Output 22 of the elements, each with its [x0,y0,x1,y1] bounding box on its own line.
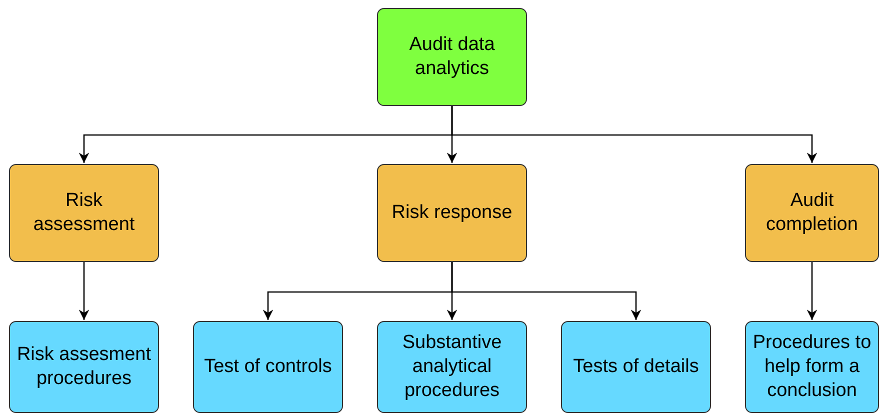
process-box [377,164,527,262]
box-label: Tests of details [573,355,699,379]
process-box [9,164,159,262]
process-box [561,321,711,413]
box-label: Substantive analytical procedures [401,331,503,403]
arrow [78,262,90,320]
arrow [806,262,818,320]
box-label: Test of controls [204,355,332,379]
box-label: Risk response [392,201,512,225]
box-label: Audit completion [765,189,859,237]
arrow [451,262,642,320]
process-box [377,321,527,413]
box-label: Risk assesment procedures [16,343,152,391]
process-box [9,321,159,413]
process-box [193,321,343,413]
process-box [745,164,879,262]
box-label: Risk assessment [32,189,136,237]
box-label: Audit data analytics [408,33,496,81]
arrow [451,106,818,163]
box-label: Procedures to help form a conclusion [752,331,872,403]
process-box [377,8,527,106]
process-box [745,321,879,413]
